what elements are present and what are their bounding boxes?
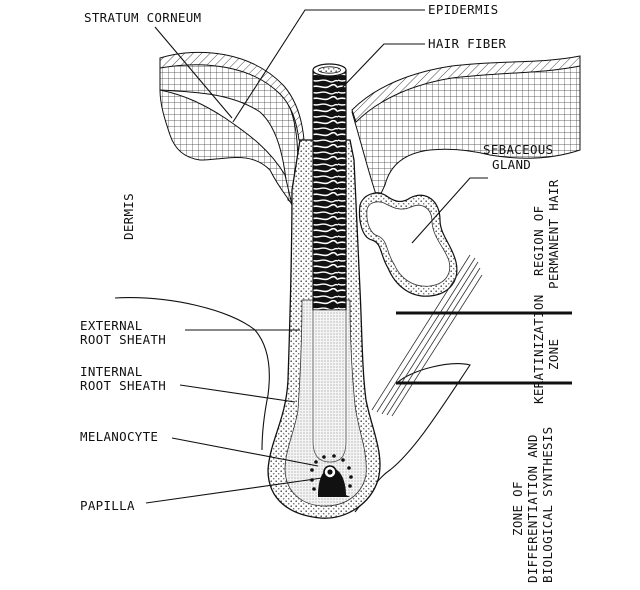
label-melanocyte: MELANOCYTE	[80, 429, 158, 444]
label-internal: INTERNAL	[80, 364, 143, 379]
skin-surface-left	[159, 51, 305, 206]
arrector-pili-muscle	[371, 254, 483, 417]
label-epidermis: EPIDERMIS	[428, 2, 498, 17]
leader-lines	[145, 9, 488, 504]
label-papilla: PAPILLA	[80, 498, 135, 513]
dermis-boundary-left	[114, 297, 270, 451]
label-hair-fiber: HAIR FIBER	[428, 36, 506, 51]
sebaceous-gland	[358, 192, 458, 297]
label-external: EXTERNAL	[80, 318, 143, 333]
hair-fiber	[312, 63, 347, 463]
label-dermis: DERMIS	[121, 193, 136, 240]
label-permanent-hair: PERMANENT HAIR	[546, 179, 561, 289]
label-gland: GLAND	[492, 157, 531, 172]
label-differentiation: DIFFERENTIATION AND	[525, 434, 540, 583]
label-sebaceous: SEBACEOUS	[483, 142, 553, 157]
label-biological-synthesis: BIOLOGICAL SYNTHESIS	[540, 426, 555, 583]
papilla	[318, 465, 350, 497]
label-external-root-sheath: ROOT SHEATH	[80, 332, 166, 347]
skin-surface-right	[351, 55, 581, 202]
label-zone-of: ZONE OF	[510, 481, 525, 536]
label-internal-root-sheath: ROOT SHEATH	[80, 378, 166, 393]
label-region-of: REGION OF	[531, 206, 546, 276]
label-stratum-corneum: STRATUM CORNEUM	[84, 10, 201, 25]
label-keratinization: KERATINIZATION	[531, 294, 546, 404]
label-zone: ZONE	[546, 339, 561, 370]
